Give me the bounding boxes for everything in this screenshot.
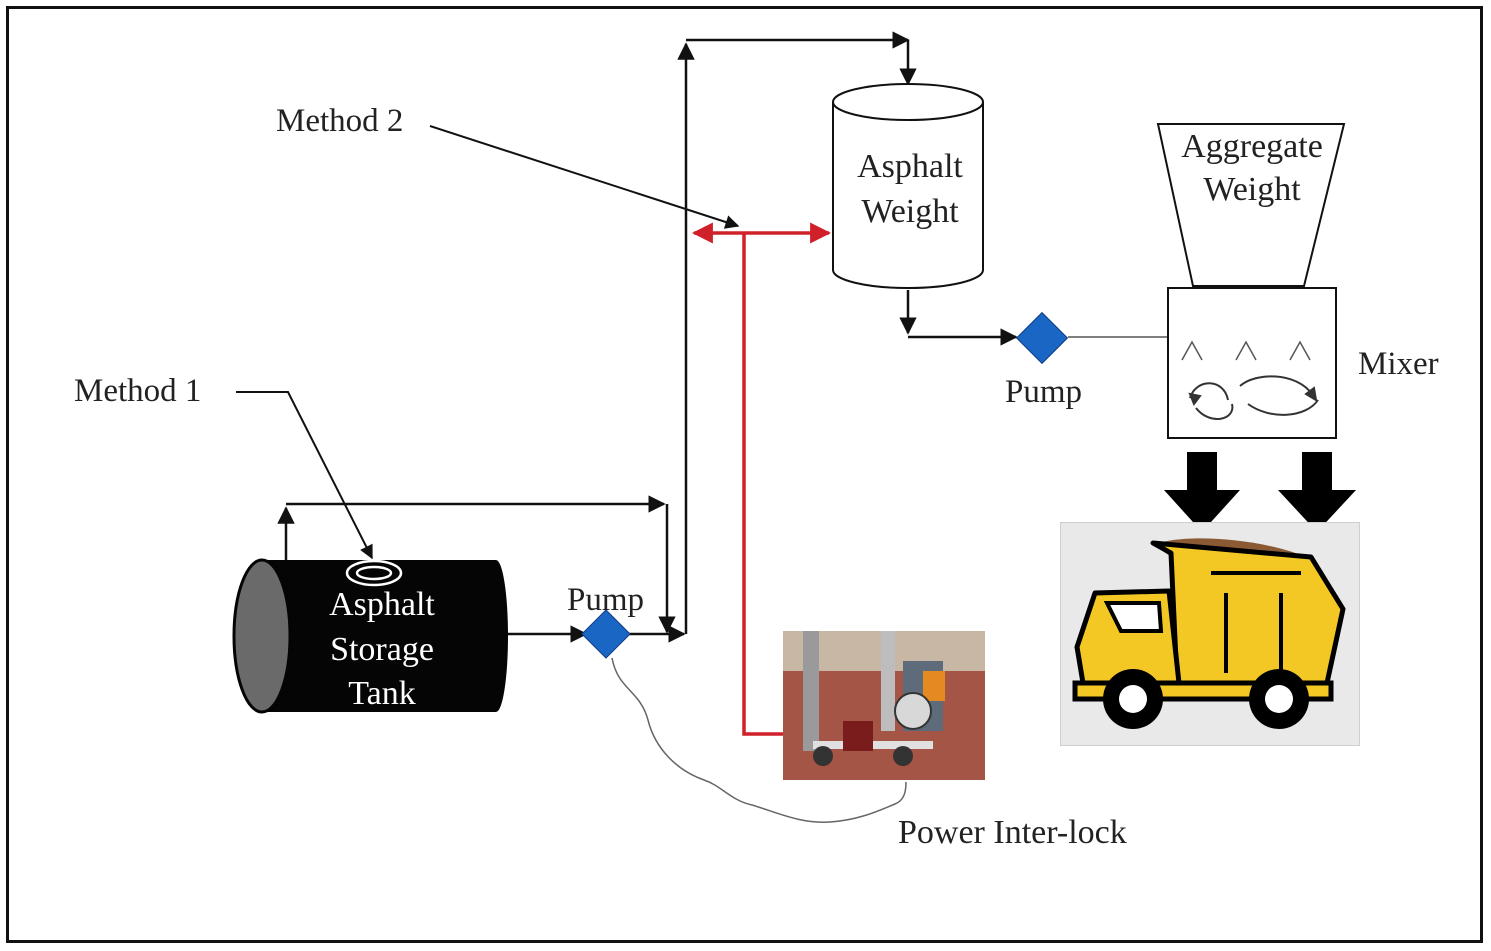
dump-truck-card [1060,522,1360,746]
arrow-down-icon [1164,452,1240,532]
aggregate-weight-label-2: Weight [1203,171,1301,208]
tank-label-1: Asphalt [329,586,435,623]
method-2-pointer [429,125,740,229]
mixer-box [1167,287,1337,439]
rotation-arrows-icon [1188,375,1319,421]
method-1-pointer [236,391,373,560]
pump-label-lower: Pump [567,582,645,618]
pump-photo [783,631,985,780]
method-2-label: Method 2 [276,103,404,139]
pump-label-upper: Pump [1005,374,1083,410]
mixer-label: Mixer [1358,346,1439,382]
asphalt-storage-tank [232,558,508,714]
tank-return-line [277,495,676,634]
aggregate-weight-label-1: Aggregate [1181,128,1323,165]
aggregate-weight-hopper [1156,123,1346,287]
interlock-wire [611,657,907,823]
tank-label-2: Storage [330,631,434,668]
oval-opening-icon [345,559,403,587]
power-interlock-label: Power Inter-lock [898,814,1127,851]
asphalt-weight-label-2: Weight [861,193,959,230]
feed-line [505,31,917,643]
asphalt-weight-label-1: Asphalt [857,148,963,185]
arrow-down-icon [1278,452,1356,532]
asphalt-weight-vessel [832,83,984,289]
method-1-label: Method 1 [74,373,202,409]
dump-truck-icon [1072,538,1346,729]
pump-diamond-icon [1015,311,1069,365]
method-2-bypass-line [691,222,832,736]
pump-diamond-icon [581,609,631,659]
diagram-frame [6,6,1483,943]
tank-label-3: Tank [348,675,416,712]
